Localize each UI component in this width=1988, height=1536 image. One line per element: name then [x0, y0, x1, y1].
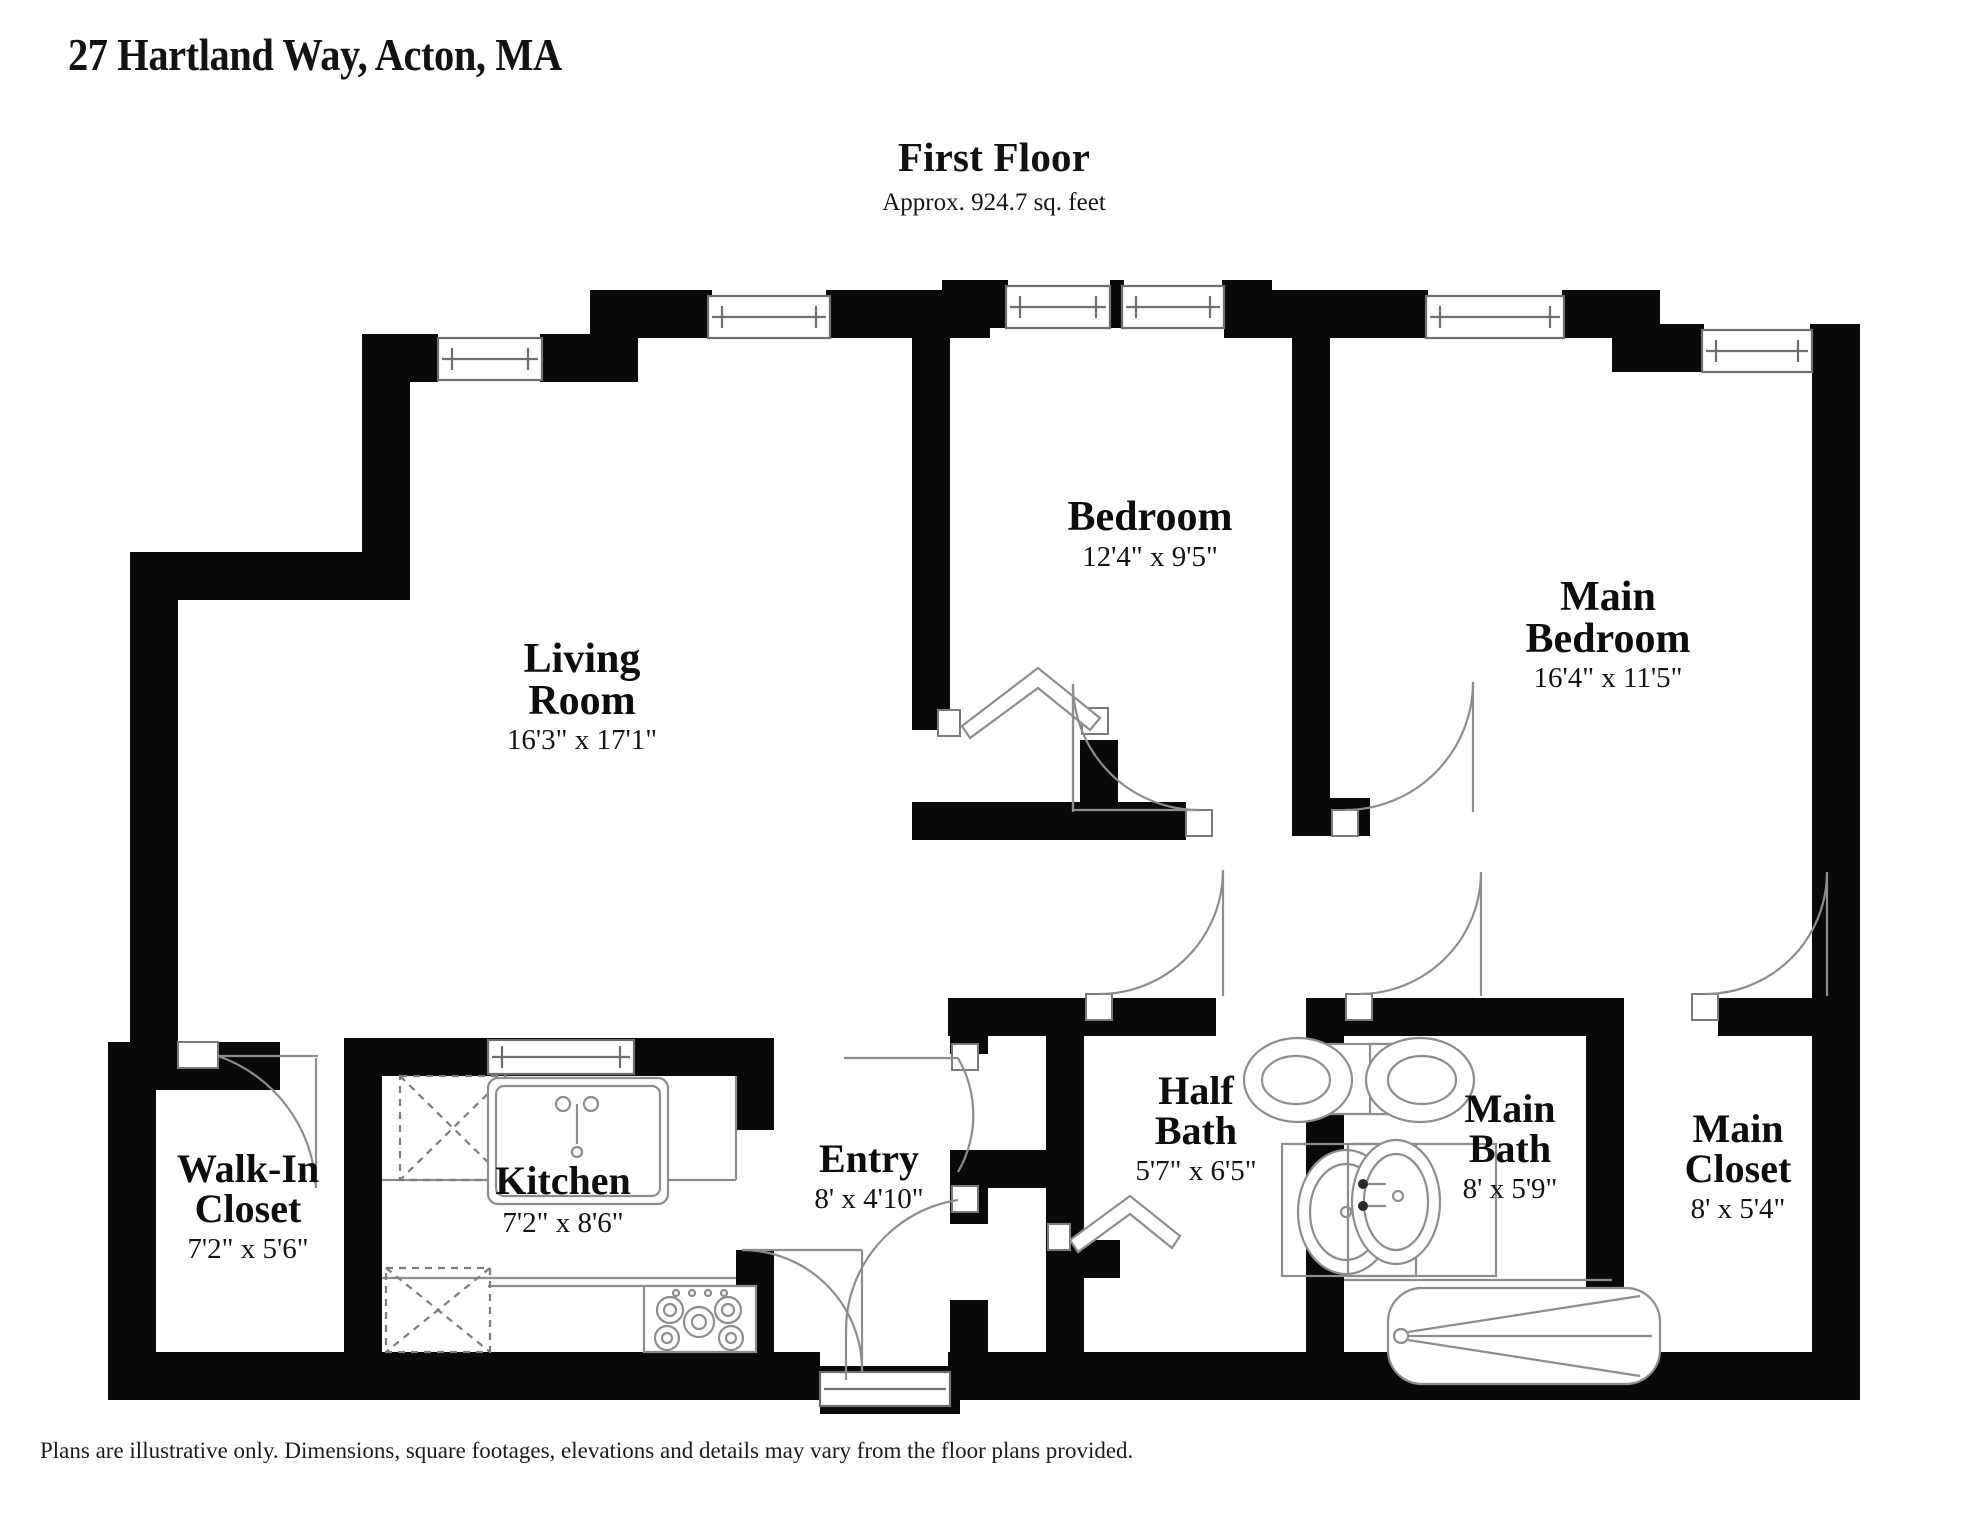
bifold-door-icon: [1047, 1194, 1182, 1254]
svg-text:Bedroom: Bedroom: [1068, 494, 1233, 540]
page-title: 27 Hartland Way, Acton, MA: [68, 29, 562, 80]
svg-text:12'4" x 9'5": 12'4" x 9'5": [1082, 541, 1218, 573]
svg-text:Half: Half: [1158, 1068, 1234, 1113]
svg-text:Closet: Closet: [195, 1186, 302, 1231]
door-swing-icon: [844, 1185, 979, 1380]
svg-text:Closet: Closet: [1685, 1146, 1792, 1191]
svg-text:16'4" x 11'5": 16'4" x 11'5": [1533, 662, 1682, 694]
door-swing-icon: [1085, 869, 1225, 1021]
svg-text:Bath: Bath: [1155, 1108, 1237, 1153]
door-swing-icon: [177, 1041, 318, 1189]
room-label-main-bedroom: Main Bedroom 16'4" x 11'5": [1526, 574, 1691, 694]
window-icon: [1700, 328, 1814, 374]
room-label-kitchen: Kitchen 7'2" x 8'6": [495, 1158, 631, 1239]
door-swing-icon: [844, 1043, 979, 1173]
svg-text:16'3" x 17'1": 16'3" x 17'1": [507, 724, 657, 756]
entry-door-icon: [818, 1370, 952, 1408]
room-label-half-bath: Half Bath 5'7" x 6'5": [1135, 1068, 1256, 1187]
svg-text:7'2" x 5'6": 7'2" x 5'6": [187, 1233, 308, 1265]
room-label-main-bath: Main Bath 8' x 5'9": [1463, 1086, 1558, 1205]
svg-text:Living: Living: [524, 636, 641, 682]
window-icon: [1120, 284, 1226, 330]
svg-text:Main: Main: [1692, 1106, 1783, 1151]
svg-text:Kitchen: Kitchen: [495, 1158, 631, 1203]
window-icon: [1424, 294, 1566, 340]
svg-text:Main: Main: [1464, 1086, 1555, 1131]
room-label-walk-in-closet: Walk-In Closet 7'2" x 5'6": [177, 1146, 319, 1265]
svg-text:8' x 5'4": 8' x 5'4": [1691, 1193, 1786, 1225]
svg-text:Bedroom: Bedroom: [1526, 616, 1691, 662]
room-label-living-room: Living Room 16'3" x 17'1": [507, 636, 657, 756]
window-icon: [706, 294, 832, 340]
window-group: [436, 284, 1814, 1408]
room-labels: Living Room 16'3" x 17'1" Bedroom 12'4" …: [177, 494, 1792, 1265]
kitchen-fixtures: [382, 1074, 758, 1354]
room-label-bedroom: Bedroom 12'4" x 9'5": [1068, 494, 1233, 573]
sink-fixture: [1346, 1138, 1498, 1278]
sink-fixture: [486, 1076, 670, 1206]
window-icon: [1004, 284, 1112, 330]
door-group: [177, 666, 1829, 1380]
door-swing-icon: [1331, 681, 1475, 837]
stove-fixture: [642, 1284, 758, 1354]
room-label-entry: Entry 8' x 4'10": [814, 1136, 923, 1215]
door-swing-icon: [1071, 683, 1213, 837]
dishwasher-fixture: [384, 1266, 492, 1354]
svg-text:8' x 4'10": 8' x 4'10": [814, 1183, 923, 1215]
bathtub-fixture: [1344, 1278, 1662, 1386]
bifold-door-icon: [937, 666, 1109, 740]
interior-walls: [216, 314, 1860, 1380]
room-label-main-closet: Main Closet 8' x 5'4": [1685, 1106, 1792, 1225]
svg-text:Entry: Entry: [819, 1136, 919, 1181]
svg-text:Room: Room: [528, 678, 635, 724]
svg-text:8' x 5'9": 8' x 5'9": [1463, 1173, 1558, 1205]
svg-text:5'7" x 6'5": 5'7" x 6'5": [1135, 1155, 1256, 1187]
window-icon: [436, 336, 544, 382]
svg-text:Walk-In: Walk-In: [177, 1146, 319, 1191]
main-bath-fixtures: [1344, 1036, 1662, 1386]
door-swing-icon: [1691, 871, 1829, 1021]
svg-text:Bath: Bath: [1469, 1126, 1551, 1171]
window-icon: [486, 1038, 636, 1076]
svg-text:Main: Main: [1560, 574, 1656, 620]
door-swing-icon: [1345, 871, 1483, 1021]
svg-text:7'2" x 8'6": 7'2" x 8'6": [502, 1207, 623, 1239]
toilet-fixture: [1364, 1036, 1476, 1124]
disclaimer-text: Plans are illustrative only. Dimensions,…: [40, 1438, 1134, 1463]
door-swing-icon: [741, 1248, 864, 1372]
